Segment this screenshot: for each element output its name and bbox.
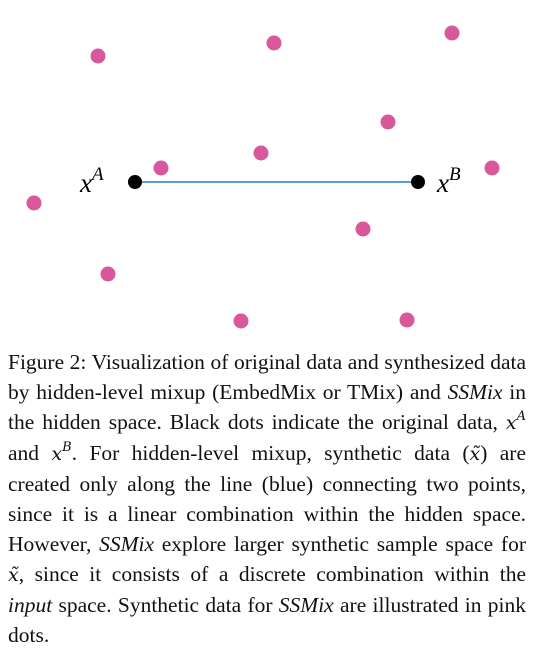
point-a-label-base: x [79, 168, 92, 198]
caption-xa: xA [505, 409, 526, 434]
point-b-label-sup: B [449, 164, 461, 185]
caption-xtilde-1: x̃ [469, 443, 481, 465]
point-b-label-base: x [436, 168, 449, 198]
caption-text-3: and [8, 441, 52, 465]
point-a-label: xA [79, 164, 104, 198]
caption-xb: xB [51, 440, 72, 465]
caption-text-8: space. Synthetic data for [52, 593, 279, 617]
caption-text-2: in the hidden space. Black dots indicate… [8, 380, 526, 434]
synthetic-data-dot [90, 48, 106, 64]
caption-text-6: explore larger synthetic sample space fo… [154, 532, 527, 556]
caption-xb-sup: B [62, 440, 72, 455]
synthetic-data-dot [355, 221, 371, 237]
synthetic-data-dot [444, 25, 460, 41]
synthetic-dots-group [26, 25, 500, 329]
synthetic-data-dot [253, 145, 269, 161]
synthetic-data-dot [484, 160, 500, 176]
caption-ssmix-3: SSMix [278, 593, 334, 617]
synthetic-data-dot [153, 160, 169, 176]
point-a-label-sup: A [90, 164, 104, 185]
original-point-a-dot [128, 175, 142, 189]
caption-ssmix-2: SSMix [99, 532, 154, 556]
original-point-b-dot [411, 175, 425, 189]
caption-text-5: ) are created only along the line (blue)… [8, 441, 527, 556]
synthetic-data-dot [266, 35, 282, 51]
caption-text-7: , since it consists of a discrete combin… [18, 562, 526, 586]
caption-prefix: Figure 2: [8, 350, 87, 374]
synthetic-data-dot [380, 114, 396, 130]
caption-xa-sup: A [516, 409, 526, 424]
synthetic-data-dot [100, 266, 116, 282]
caption-ssmix-1: SSMix [447, 380, 503, 404]
caption-xtilde-2: x̃ [8, 564, 19, 586]
synthetic-data-dot [233, 313, 249, 329]
caption-xa-base: x [505, 412, 517, 434]
caption-input-word: input [8, 593, 53, 617]
synthetic-data-dot [399, 312, 415, 328]
point-b-label: xB [436, 164, 461, 198]
caption-xb-base: x [51, 443, 63, 465]
caption-text-4: . For hidden-level mixup, synthetic data… [71, 441, 470, 465]
caption-text-1: Visualization of original data and synth… [8, 350, 527, 404]
mixup-visualization-figure: xA xB [26, 25, 500, 329]
figure-caption: Figure 2: Visualization of original data… [8, 347, 526, 650]
synthetic-data-dot [26, 195, 42, 211]
